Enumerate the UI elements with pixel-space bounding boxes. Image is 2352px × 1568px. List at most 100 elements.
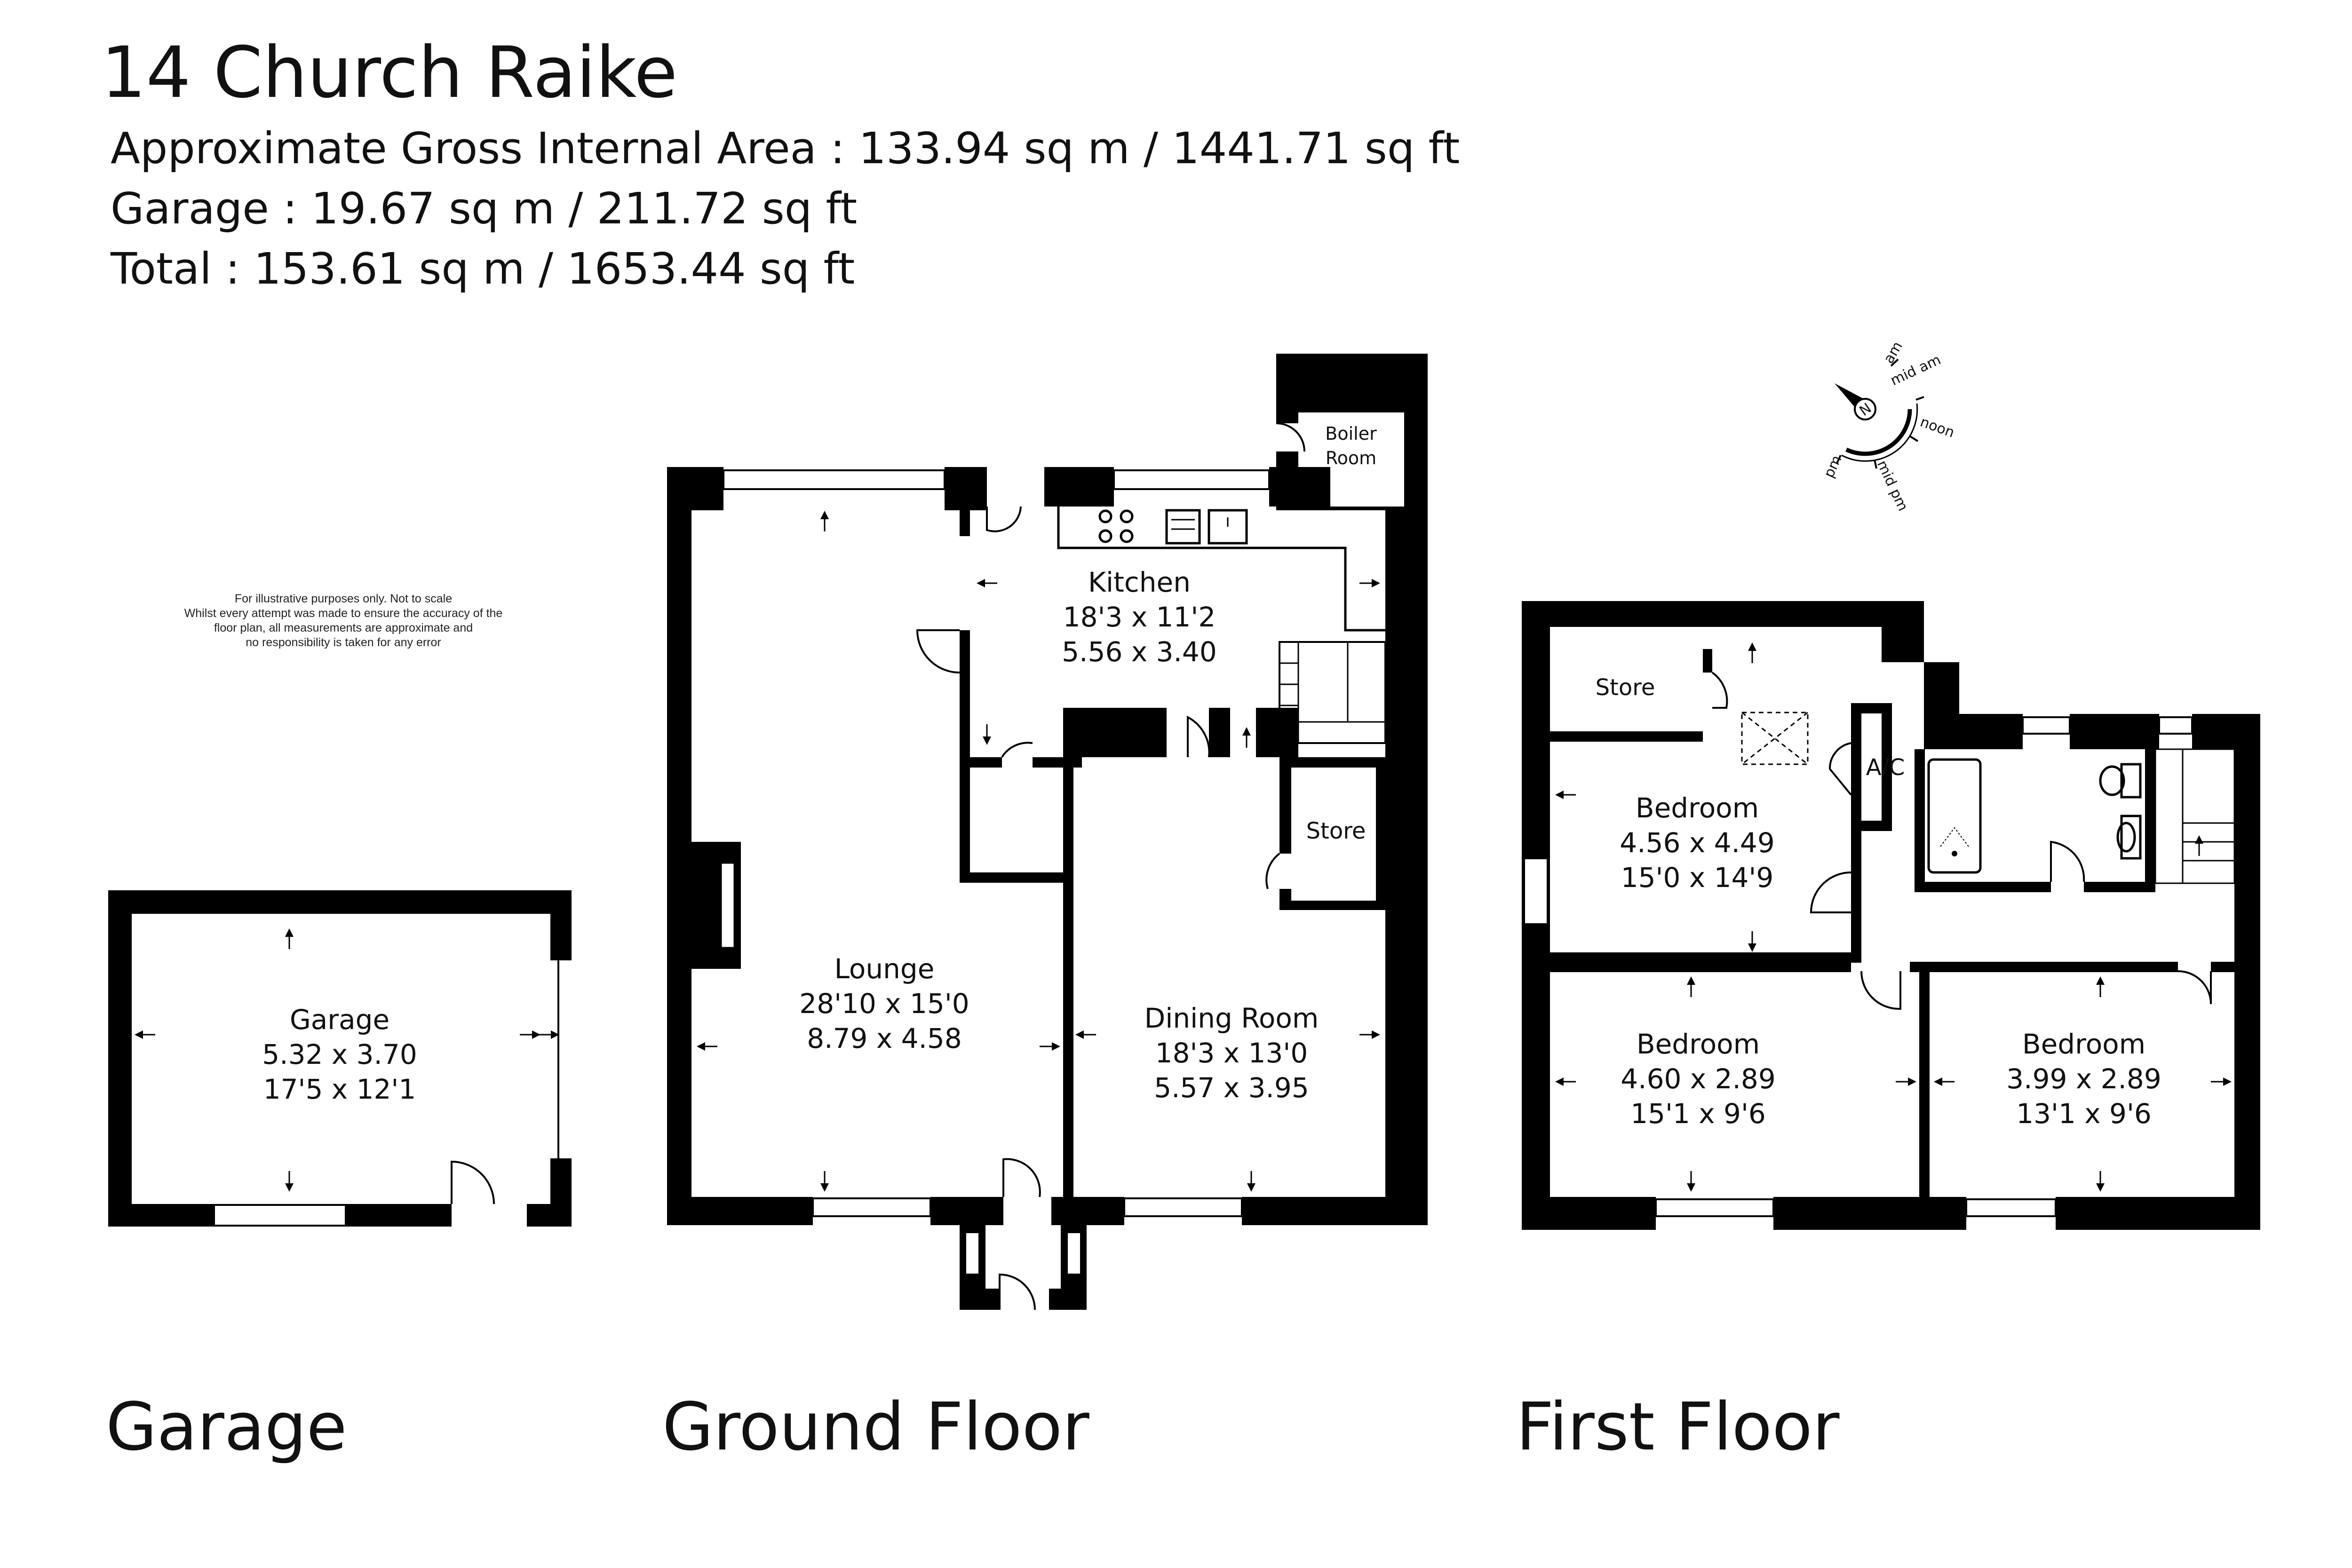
kitchen-window [1113,469,1270,490]
compass-pm: pm [1821,453,1845,481]
bedroom2-window [1655,1198,1774,1217]
bath-icon [1927,758,1982,874]
back-door [986,506,1022,532]
dimension-arrow-icon [977,579,997,587]
dimension-arrow-icon [285,1171,294,1192]
disclaimer-line: no responsibility is taken for any error [246,636,441,649]
lounge-west-wall [667,467,691,1225]
lounge-metric: 8.79 x 4.58 [807,1022,961,1054]
wall [1550,952,1851,963]
bedroom1-side-window [1523,857,1549,925]
wall [1550,962,1851,972]
bedroom1-metric: 4.56 x 4.49 [1620,827,1774,859]
wall [1209,708,1230,757]
wall [2070,714,2159,749]
dimension-arrow-icon [285,928,294,949]
wall [1924,714,2023,749]
kitchen-lounge-door [916,629,960,673]
wall [1882,601,1924,662]
dimension-arrow-icon [1555,791,1576,799]
bathroom-door [2050,840,2085,882]
disclaimer-line: Whilst every attempt was made to ensure … [184,607,503,620]
lounge-window [723,469,946,490]
first-store-door [1711,672,1728,709]
garage-room-imperial: 17'5 x 12'1 [263,1073,416,1105]
boiler-room-label: Boiler Room [1325,423,1377,468]
dimension-arrow-icon [1555,1077,1576,1086]
bedroom2-name: Bedroom [1637,1028,1760,1060]
bedroom3-door [2177,970,2212,1005]
arc-ticks [1836,358,1924,469]
room-labels: Garage 5.32 x 3.70 17'5 x 12'1 Lounge 28… [262,566,2161,1130]
dimension-arrow-icon [1242,727,1251,748]
bedroom1-name: Bedroom [1636,792,1759,824]
wall [2145,749,2155,892]
bedroom1-imperial: 15'0 x 14'9 [1621,862,1774,894]
front-door [1002,1158,1041,1197]
kitchen-dining-wall [1063,708,1167,757]
dining-metric: 5.57 x 3.95 [1154,1072,1309,1104]
boiler-line1: Boiler [1325,423,1377,444]
dimension-arrow-icon [2096,976,2105,997]
compass-am: am [1881,339,1906,366]
wall [2056,1197,2260,1230]
dimension-arrow-icon [1748,931,1756,952]
wall [1910,962,2178,972]
lounge-dining-wall [1063,757,1073,1227]
sun-arc-outer [1841,403,1918,462]
bedroom2-door [1860,971,1901,1010]
wall [1924,662,1959,714]
dimension-arrow-icon [2211,1077,2232,1086]
dimension-arrow-icon [1748,642,1756,663]
bedroom3-imperial: 13'1 x 9'6 [2016,1098,2152,1130]
first-store-label: Store [1596,674,1655,701]
garage-floor-label: Garage [106,1389,347,1465]
east-wall [1385,507,1428,1225]
ground-store-label: Store [1306,818,1366,844]
wall [1851,703,1889,713]
hob-icon [1098,509,1134,543]
disclaimer-line: floor plan, all measurements are approxi… [214,621,473,634]
wall [1851,952,1861,963]
dimension-arrow-icon [135,1030,155,1039]
wall [1851,821,1889,831]
dining-front-window [1123,1197,1243,1217]
dining-name: Dining Room [1144,1002,1319,1034]
sink-icon [1165,509,1248,545]
kitchen-stairs [1279,641,1386,744]
kitchen-name: Kitchen [1088,566,1191,598]
bedroom3-window [1965,1198,2057,1217]
wall [1915,882,2051,892]
bedroom3-metric: 3.99 x 2.89 [2006,1063,2161,1095]
dimension-arrow-icon [1687,976,1695,997]
wall [1051,1197,1124,1225]
lounge-name: Lounge [834,953,935,985]
compass-center [1854,398,1876,420]
fireplace [720,862,735,949]
dining-store-walls [1279,757,1385,910]
dimension-arrow-icon [520,1030,540,1039]
compass-noon: noon [1918,414,1956,441]
ac-label: A/C [1866,754,1905,781]
first-east-wall [2234,714,2260,1230]
dining-imperial: 18'3 x 13'0 [1155,1037,1308,1069]
total-area-text: Total : 153.61 sq m / 1653.44 sq ft [111,244,855,294]
wall [2211,962,2234,972]
porch [960,1225,1087,1310]
disclaimer: For illustrative purposes only. Not to s… [155,592,532,650]
small-room-labels: Store Store A/C [1306,674,1905,844]
boiler-line2: Room [1326,448,1376,468]
wall [1242,1197,1428,1225]
ground-floor-plan [667,354,1428,1310]
lounge-imperial: 28'10 x 15'0 [799,988,969,1020]
dimension-arrow-icon [539,1030,559,1039]
boiler-room-walls [1276,354,1428,510]
ac-door [1828,742,1852,796]
hall-door [1001,742,1033,758]
store-door [1265,853,1280,889]
landing-window [2158,716,2193,735]
dimension-arrow-icon [1896,1077,1916,1086]
bedroom2-metric: 4.60 x 2.89 [1621,1063,1775,1095]
dimension-arrow-icon [983,724,991,745]
